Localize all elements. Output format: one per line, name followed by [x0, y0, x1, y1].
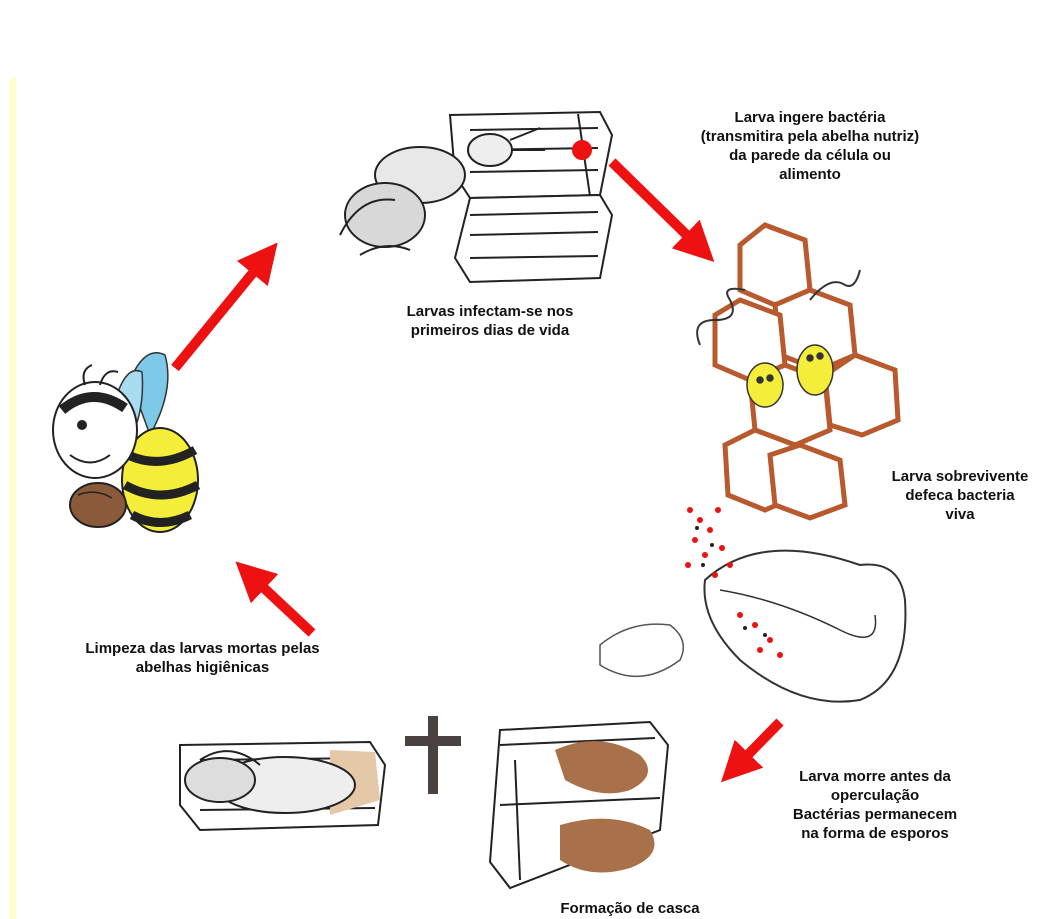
- label-scale-formation: Formação de casca: [500, 899, 760, 918]
- scale-formation-drawing: [490, 722, 668, 888]
- label-surviving-larva: Larva sobrevivente defeca bacteria viva: [870, 467, 1050, 524]
- larva-defecating-drawing: [600, 507, 905, 702]
- label-hygienic-cleaning: Limpeza das larvas mortas pelas abelhas …: [30, 639, 375, 677]
- dead-larva-cell-drawing: [180, 742, 385, 830]
- label-larva-ingests: Larva ingere bactéria (transmitira pela …: [655, 108, 965, 184]
- cross-icon: [405, 716, 461, 794]
- label-larva-dies: Larva morre antes da operculação Bactéri…: [755, 767, 995, 843]
- bee-with-larva-drawing: [53, 353, 198, 532]
- arrow-right-to-bottom: [735, 722, 780, 768]
- top-comb-bee-drawing: [340, 112, 612, 282]
- arrow-bee-to-top: [175, 258, 265, 368]
- label-larvae-infected: Larvas infectam-se nos primeiros dias de…: [370, 302, 610, 340]
- arrow-bottom-to-bee: [250, 575, 312, 633]
